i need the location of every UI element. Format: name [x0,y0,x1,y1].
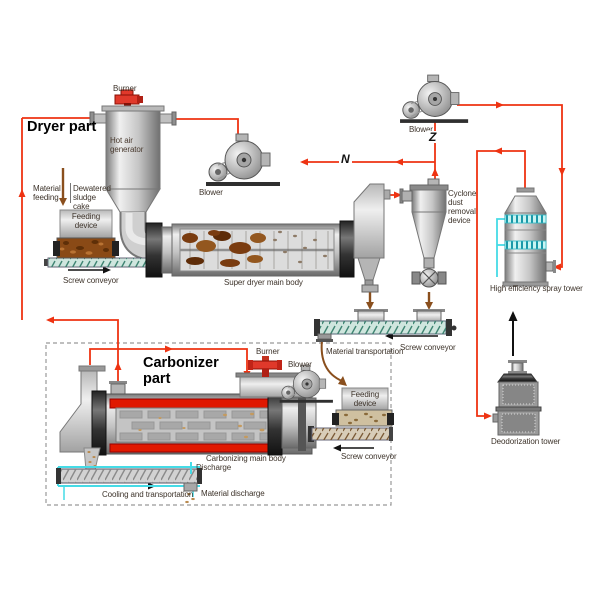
super-dryer-main-body [145,220,355,278]
brown-material-lines [59,168,433,386]
dryer-feed-screw-conveyor [44,257,153,268]
damper-symbol-z: Z [427,130,439,144]
carbonizer-feeding-device [332,387,394,427]
high-efficiency-spray-tower [496,187,556,287]
label-carbonizer-feeding-device: Feeding device [350,390,380,409]
label-middle-screw-conveyor: Screw conveyor [400,343,456,352]
cyclone-dust-removal-device [399,178,449,323]
deodorization-tower [492,360,542,436]
label-material-transportation: Material transportation [326,347,404,356]
label-dryer-screw-conveyor: Screw conveyor [63,276,119,285]
label-dewatered-sludge-cake: Dewatered sludge cake [73,184,111,212]
label-material-feeding: Material feeding [33,184,61,203]
label-carbonizer-screw-conveyor: Screw conveyor [341,452,397,461]
label-middle-blower: Blower [199,188,223,197]
dryer-burner-assembly [114,89,143,107]
cooling-conveyor [56,447,202,504]
label-carbonizer-blower: Blower [288,360,312,369]
dryer-part-title: Dryer part [27,119,97,135]
carbonizer-chimney [59,365,106,453]
label-carbonizing-main-body: Carbonizing main body [206,454,286,463]
carbonizing-main-body [91,381,317,456]
material-transport-screw-conveyor [314,319,457,342]
label-super-dryer-main-body: Super dryer main body [224,278,303,287]
label-spray-tower: High efficiency spray tower [490,284,583,293]
carbonizer-part-title: Carbonizer part [143,355,219,387]
label-discharge: Discharge [196,463,232,472]
label-top-right-blower: Blower [409,125,433,134]
damper-symbol-n: N [339,152,352,166]
dryer-feeding-device [53,209,119,259]
carbonizer-burner [248,356,282,377]
label-deodorization-tower: Deodorization tower [491,437,561,446]
dryer-material [182,230,327,267]
middle-blower [205,133,281,187]
label-hot-air-generator: Hot air generator [110,136,144,155]
carbonizer-boundary-box [45,342,392,506]
label-carbonizer-burner: Burner [256,347,280,356]
label-dryer-feeding-device: Feeding device [71,212,101,231]
label-cyclone: Cyclone dust removal device [448,189,477,226]
carbonizer-feed-screw-conveyor [308,426,393,442]
label-dryer-burner: Burner [113,84,137,93]
top-right-blower [399,74,469,124]
label-material-discharge: Material discharge [201,489,265,498]
dryer-discharge-housing [353,183,391,323]
label-cooling-transportation: Cooling and transportation [102,490,194,499]
